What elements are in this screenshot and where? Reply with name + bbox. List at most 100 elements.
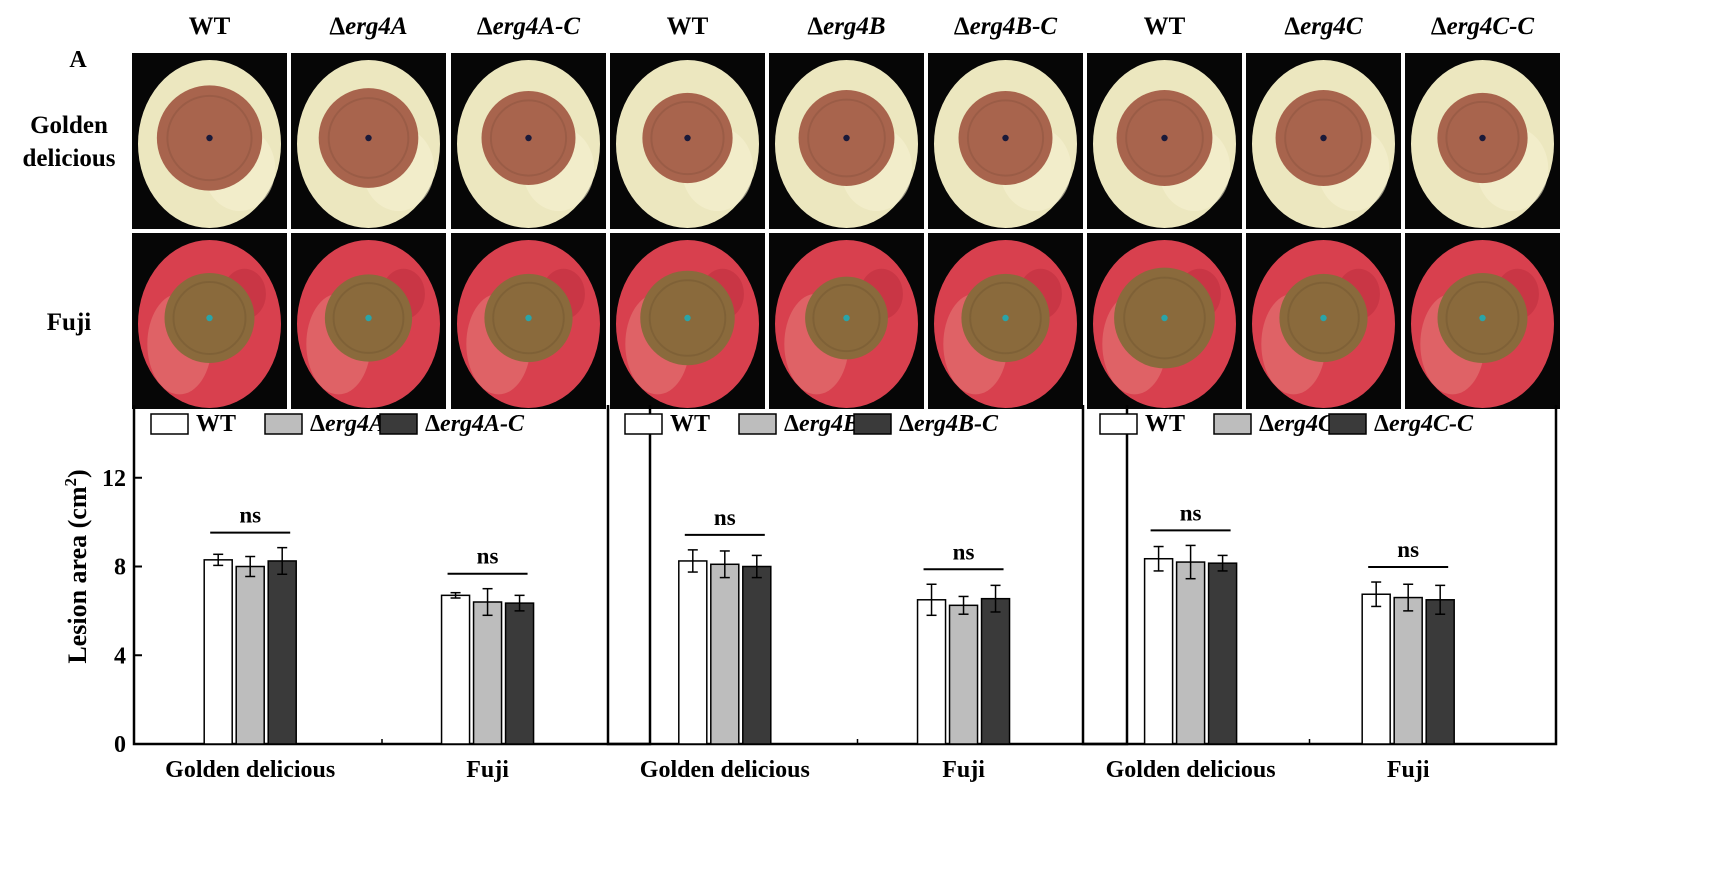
apple-photo-golden bbox=[1087, 53, 1242, 229]
column-label: Δerg4A bbox=[329, 13, 407, 40]
legend-swatch bbox=[379, 413, 418, 435]
legend-label: WT bbox=[196, 411, 236, 437]
apple-photo-golden bbox=[610, 53, 765, 229]
legend-swatch bbox=[738, 413, 777, 435]
column-label: WT bbox=[1144, 13, 1186, 40]
inoculation-point bbox=[843, 134, 850, 142]
legend-label: WT bbox=[670, 411, 710, 437]
x-tick-label: Golden delicious bbox=[640, 757, 810, 783]
apple-photo-golden bbox=[1405, 53, 1560, 229]
apple-photo-fuji bbox=[1405, 233, 1560, 409]
bar bbox=[203, 559, 233, 745]
row-label-golden-delicious: Golden bbox=[30, 112, 108, 139]
significance-label: ns bbox=[1397, 537, 1419, 562]
apple-photo-fuji bbox=[451, 233, 606, 409]
bar bbox=[710, 563, 740, 745]
apple-photo-golden bbox=[928, 53, 1083, 229]
column-label: Δerg4B-C bbox=[954, 13, 1058, 40]
bar bbox=[1393, 596, 1423, 745]
inoculation-point bbox=[1320, 314, 1327, 322]
x-tick-label: Fuji bbox=[466, 757, 509, 783]
legend-swatch bbox=[853, 413, 892, 435]
inoculation-point bbox=[1320, 134, 1327, 142]
row-label-golden-delicious-line2: delicious bbox=[22, 145, 115, 172]
y-axis-label: Lesion area (cm2) bbox=[61, 469, 92, 663]
bar bbox=[742, 565, 772, 745]
inoculation-point bbox=[1479, 134, 1486, 142]
legend-swatch bbox=[624, 413, 663, 435]
apple-photo-fuji bbox=[132, 233, 287, 409]
inoculation-point bbox=[1161, 314, 1168, 322]
inoculation-point bbox=[365, 314, 372, 322]
legend-label: Δerg4A bbox=[310, 411, 385, 437]
apple-photo-grid: A WT Δerg4A Δerg4A-C WT Δerg4B Δerg4B-C WT Δerg4… bbox=[22, 13, 1560, 409]
inoculation-point bbox=[684, 134, 691, 142]
apple-photo-golden bbox=[769, 53, 924, 229]
bar bbox=[1207, 562, 1238, 745]
y-tick-label: 12 bbox=[102, 466, 126, 492]
legend-label: WT bbox=[1145, 411, 1185, 437]
legend-label: Δerg4A-C bbox=[425, 411, 525, 437]
significance-label: ns bbox=[953, 539, 975, 564]
apple-photo-golden bbox=[291, 53, 446, 229]
apple-photo-fuji bbox=[291, 233, 446, 409]
bar bbox=[472, 601, 503, 745]
panel-a-label: A bbox=[69, 47, 87, 73]
significance-label: ns bbox=[714, 505, 736, 530]
legend-swatch bbox=[264, 413, 303, 435]
bar bbox=[440, 594, 471, 745]
plot-frame bbox=[606, 405, 1129, 746]
legend-label: Δerg4B bbox=[784, 411, 859, 437]
inoculation-point bbox=[525, 134, 532, 142]
column-label: Δerg4A-C bbox=[477, 13, 581, 40]
significance-label: ns bbox=[239, 503, 261, 528]
legend-label: Δerg4B-C bbox=[899, 411, 999, 437]
apple-photo-fuji bbox=[769, 233, 924, 409]
bar bbox=[916, 599, 947, 745]
bar bbox=[235, 565, 265, 745]
legend-swatch bbox=[150, 413, 189, 435]
y-tick-label: 0 bbox=[114, 732, 126, 758]
apple-photo-fuji bbox=[1087, 233, 1242, 409]
lesion-area-bar-charts: BLesion area (cm2)0481216WTΔerg4AΔerg4A-… bbox=[61, 405, 1558, 783]
x-tick-label: Fuji bbox=[942, 757, 985, 783]
column-label: Δerg4B bbox=[807, 13, 885, 40]
column-label: WT bbox=[667, 13, 709, 40]
bar bbox=[948, 604, 979, 745]
bar bbox=[980, 597, 1011, 745]
plot-frame bbox=[1081, 405, 1558, 746]
inoculation-point bbox=[365, 134, 372, 142]
inoculation-point bbox=[525, 314, 532, 322]
plot-frame bbox=[132, 405, 652, 746]
y-tick-label: 8 bbox=[114, 555, 126, 581]
inoculation-point bbox=[1002, 314, 1009, 322]
x-tick-label: Golden delicious bbox=[165, 757, 335, 783]
bar bbox=[1175, 561, 1206, 745]
inoculation-point bbox=[206, 314, 213, 322]
bar bbox=[1361, 593, 1391, 745]
significance-label: ns bbox=[1180, 500, 1202, 525]
legend-label: Δerg4C-C bbox=[1374, 411, 1474, 437]
row-label-fuji: Fuji bbox=[47, 309, 92, 336]
apple-photo-fuji bbox=[928, 233, 1083, 409]
inoculation-point bbox=[1161, 134, 1168, 142]
legend-swatch bbox=[1213, 413, 1252, 435]
column-label: WT bbox=[189, 13, 231, 40]
x-tick-label: Golden delicious bbox=[1106, 757, 1276, 783]
bar bbox=[1143, 557, 1174, 745]
apple-photo-golden bbox=[1246, 53, 1401, 229]
inoculation-point bbox=[206, 134, 213, 142]
bar bbox=[504, 602, 535, 745]
column-label: Δerg4C bbox=[1284, 13, 1363, 40]
legend-label: Δerg4C bbox=[1259, 411, 1335, 437]
inoculation-point bbox=[1002, 134, 1009, 142]
significance-label: ns bbox=[477, 544, 499, 569]
bar bbox=[267, 560, 297, 745]
bar bbox=[678, 560, 708, 745]
inoculation-point bbox=[684, 314, 691, 322]
inoculation-point bbox=[1479, 314, 1486, 322]
y-tick-label: 4 bbox=[114, 643, 126, 669]
